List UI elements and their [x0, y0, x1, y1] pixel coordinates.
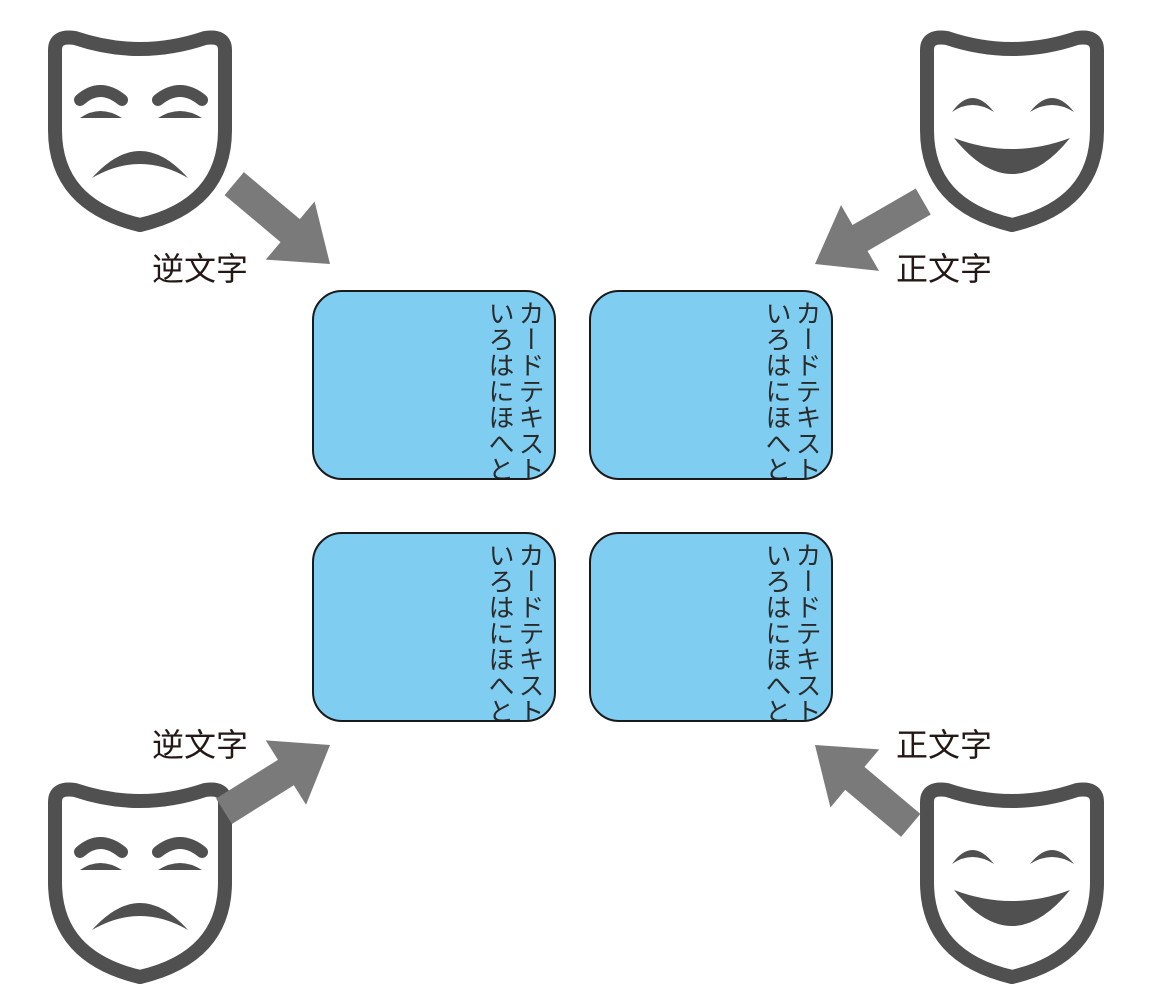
label-top-right: 正文字: [896, 250, 993, 288]
card-bottom-right: カードテキスト いろはにほへと: [589, 532, 833, 722]
card-text-line2: いろはにほへと: [484, 300, 514, 480]
card-text-line2: いろはにほへと: [761, 300, 791, 480]
card-text-line1: カードテキスト: [791, 542, 821, 722]
card-text-line2: いろはにほへと: [761, 542, 791, 722]
card-text-line2: いろはにほへと: [484, 542, 514, 722]
comedy-mask-icon-top-right: [927, 38, 1097, 226]
card-text: カードテキスト いろはにほへと: [761, 300, 821, 480]
label-bottom-right: 正文字: [896, 726, 993, 764]
card-text-line1: カードテキスト: [514, 542, 544, 722]
tragedy-mask-icon-bottom-left: [55, 790, 225, 978]
card-text: カードテキスト いろはにほへと: [761, 542, 821, 722]
card-text-line1: カードテキスト: [791, 300, 821, 480]
card-bottom-left: カードテキスト いろはにほへと: [312, 532, 556, 722]
card-text-line1: カードテキスト: [514, 300, 544, 480]
label-top-left: 逆文字: [152, 250, 249, 288]
card-top-right: カードテキスト いろはにほへと: [589, 290, 833, 480]
card-text: カードテキスト いろはにほへと: [484, 542, 544, 722]
card-top-left: カードテキスト いろはにほへと: [312, 290, 556, 480]
card-text: カードテキスト いろはにほへと: [484, 300, 544, 480]
label-bottom-left: 逆文字: [152, 726, 249, 764]
comedy-mask-icon-bottom-right: [927, 790, 1097, 978]
tragedy-mask-icon-top-left: [55, 38, 225, 226]
